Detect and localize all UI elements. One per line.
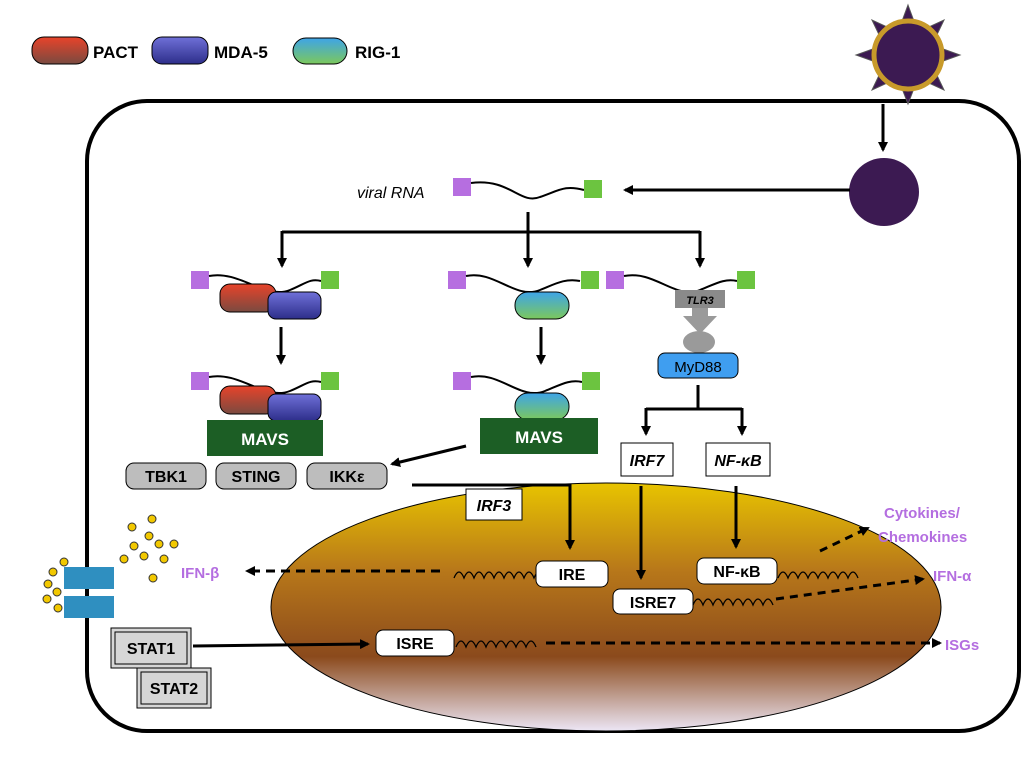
irf7-box [620,442,674,477]
isre-box [375,629,455,657]
ifn-molecules [119,514,179,583]
stat2-inner-box [140,671,208,705]
irf3-box [465,488,523,521]
cytokines-label-line1: Cytokines/ [884,505,961,522]
receptor-bound-ifn [42,557,69,613]
ire-label: IRE [559,567,586,584]
myd88-box [657,352,739,379]
viral-rna-label: viral RNA [357,185,425,202]
tlr3-triangle [683,316,717,334]
pact-mda5-rna-complex-2 [191,372,339,422]
tlr3-box [675,290,725,308]
legend: PACT MDA-5 RIG-1 [31,36,400,65]
ifn-receptor [64,567,114,618]
mavs-to-kinases-arrow [390,444,467,467]
isre7-to-ifna-dashed-arrow [775,575,925,601]
tbk1-box [125,462,207,490]
sting-box [215,462,297,490]
legend-label-pact: PACT [93,43,139,62]
mavs-mid-box [480,418,598,454]
ire-dna-coil [453,571,545,580]
isgs-label: ISGs [945,637,979,654]
stat2-label: STAT2 [150,681,198,698]
rna-5prime-cap [453,178,471,196]
rig1-rna-complex-2 [453,372,600,421]
mavs-left-box [207,420,323,456]
mavs-mid-label: MAVS [515,428,563,447]
stat1-label: STAT1 [127,641,175,658]
pact-mda5-rna-complex-1 [191,271,339,320]
ifn-beta-label: IFN-β [181,565,219,582]
tbk1-label: TBK1 [145,469,187,486]
stat1-inner-box [114,631,188,665]
tlr3-stalk [692,308,708,316]
rna-strand [470,181,585,200]
tlr3-rna-complex [606,271,755,293]
nfkb-top-label: NF-κB [714,453,761,470]
nfkb-top-box [705,442,771,477]
virus-icon [854,3,962,106]
endosome [849,158,919,226]
nfkb-nuc-box [696,557,778,585]
sting-label: STING [232,469,281,486]
isre7-dna-coil [692,598,774,607]
tlr3-adapter [683,331,715,353]
stat1-to-isre-arrow [192,639,370,650]
rna-3prime-cap [584,180,602,198]
isre7-box [612,588,694,615]
kinases-to-ire-arrow [412,483,575,550]
legend-swatch-pact [31,36,89,65]
irf3-label: IRF3 [477,498,512,515]
legend-label-mda5: MDA-5 [214,43,268,62]
mavs-left-label: MAVS [241,430,289,449]
rig1-rna-complex-1 [448,271,599,320]
legend-swatch-rig1 [292,37,348,65]
irf7-label: IRF7 [630,453,666,470]
nfkb-dna-coil [777,571,859,580]
ikke-box [306,462,388,490]
cell-membrane [85,99,1021,733]
tlr3-label: TLR3 [686,295,714,307]
nucleus [270,482,942,732]
cytokines-label-line2: Chemokines [878,529,967,546]
nfkb-nuc-label: NF-κB [713,564,760,581]
legend-swatch-mda5 [151,36,209,65]
isre-label: ISRE [396,636,434,653]
nfkb-to-cytokines-dashed-arrow [819,526,870,553]
myd88-label: MyD88 [674,359,722,376]
legend-label-rig1: RIG-1 [355,43,400,62]
ire-box [535,560,609,588]
ikke-label: IKKε [329,469,365,486]
isre7-label: ISRE7 [630,595,676,612]
ifn-alpha-label: IFN-α [933,568,972,585]
isre-dna-coil [455,640,537,649]
